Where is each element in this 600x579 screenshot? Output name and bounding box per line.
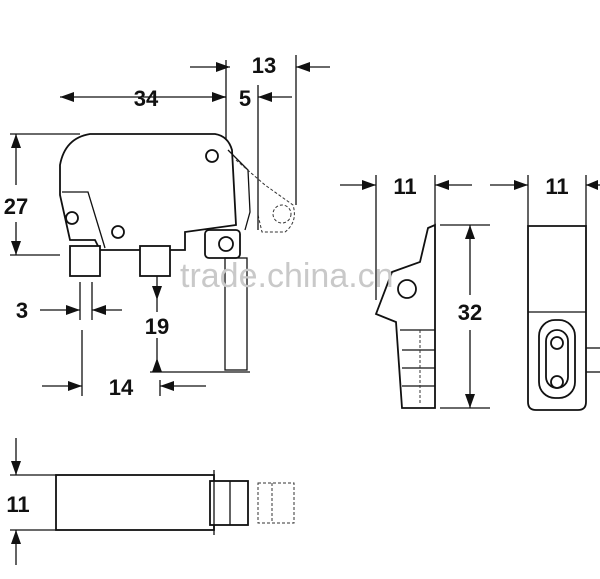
dim-27-label: 27: [4, 194, 28, 219]
plunger-arm: [227, 149, 251, 231]
dim-19-label: 19: [145, 314, 169, 339]
back-view: [527, 225, 600, 411]
bottom-plunger-ghost: [257, 482, 295, 524]
front-hole-mid: [111, 225, 125, 239]
back-hole-bottom: [550, 375, 564, 389]
dim-11-bottom-label: 11: [6, 492, 29, 517]
bottom-view: [55, 470, 295, 535]
plunger-shaft: [224, 257, 248, 371]
dim-11-bottom: 11: [6, 438, 60, 565]
dim-11-side: 11: [340, 174, 472, 300]
dim-14-label: 14: [109, 375, 134, 400]
dim-34: 34: [60, 60, 227, 140]
ghost-roller: [272, 204, 292, 224]
ghost-arm-open: [235, 159, 295, 233]
mount-peg-right: [139, 245, 171, 277]
side-pivot: [397, 279, 417, 299]
dim-13: 13: [190, 53, 330, 205]
plunger-pivot: [218, 236, 234, 252]
front-body-outline: [59, 133, 237, 251]
dim-11-back-label: 11: [545, 174, 568, 199]
dim-14: 14: [42, 330, 206, 400]
dim-27: 27: [4, 133, 80, 256]
dim-13-label: 13: [252, 53, 276, 78]
dim-32: 32: [440, 224, 490, 409]
mount-peg-left: [69, 245, 101, 277]
watermark-text: trade.china.cn: [180, 257, 394, 295]
side-body-outline: [374, 223, 436, 409]
back-hole-top: [550, 336, 564, 350]
bottom-plunger: [209, 480, 249, 526]
front-view: [59, 133, 295, 371]
dim-11-back: 11: [490, 174, 600, 226]
dim-5: 5: [212, 85, 292, 230]
dim-11-side-label: 11: [393, 174, 416, 199]
dim-5-label: 5: [239, 86, 251, 111]
bottom-body: [55, 474, 215, 531]
dim-3-label: 3: [16, 298, 28, 323]
dim-3: 3: [16, 282, 122, 323]
front-body-inner-edge: [62, 191, 106, 249]
side-view: [374, 223, 436, 409]
dim-19: 19: [145, 276, 250, 373]
dim-32-label: 32: [458, 300, 482, 325]
front-hole-left: [65, 211, 79, 225]
dim-34-label: 34: [134, 86, 159, 111]
front-hole-top: [205, 149, 219, 163]
